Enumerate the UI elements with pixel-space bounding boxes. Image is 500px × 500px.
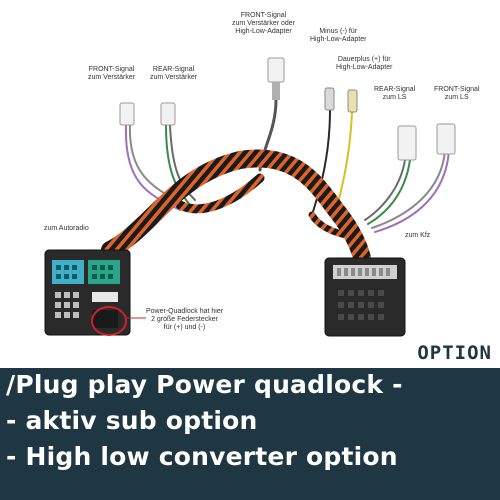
wiring-harness-illustration (44, 57, 456, 337)
rear-ls-plug (397, 125, 417, 161)
quadlock-highlight-circle (91, 306, 127, 336)
front-ls-plug (436, 123, 456, 155)
front-amp-plug (119, 102, 135, 126)
banner-line-3: - High low converter option (6, 442, 398, 471)
label-kfz: zum Kfz (405, 232, 431, 239)
banner-line-2: - aktiv sub option (6, 406, 258, 435)
dauerplus-plug (347, 89, 358, 113)
minus-hilo-plug (324, 87, 335, 111)
label-radio: zum Autoradio (44, 225, 89, 232)
car-connector (324, 257, 406, 337)
front-hilo-plug (267, 57, 285, 100)
banner-line-1: /Plug play Power quadlock - (6, 370, 403, 399)
option-logo: OPTION (417, 342, 492, 364)
promo-banner: /Plug play Power quadlock - - aktiv sub … (0, 368, 500, 500)
radio-quadlock-connector (44, 249, 131, 336)
rear-amp-plug (160, 102, 176, 126)
